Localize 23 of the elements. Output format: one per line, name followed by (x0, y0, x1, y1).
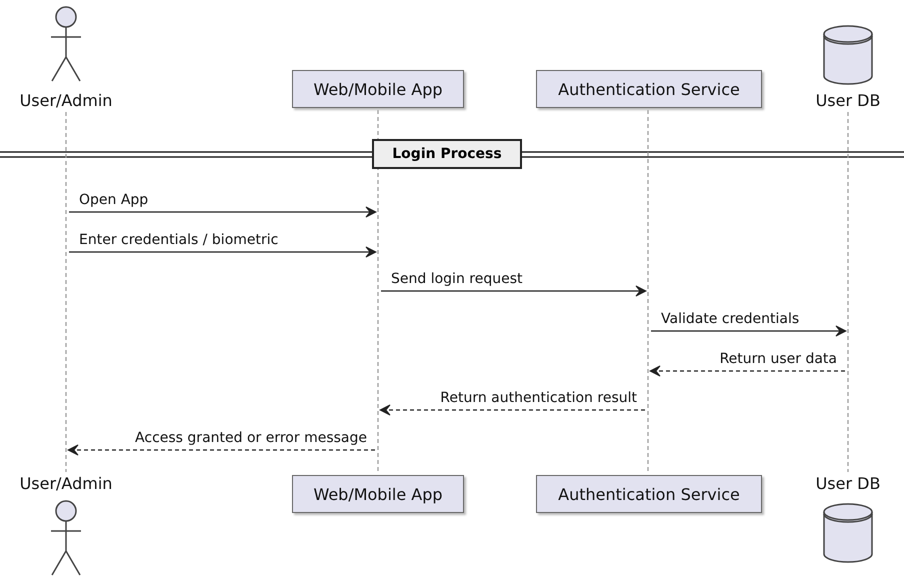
message-arrow (68, 444, 375, 456)
message-arrow (650, 366, 845, 376)
message-label: Enter credentials / biometric (77, 232, 280, 248)
message-arrow (69, 206, 376, 218)
lifeline (375, 110, 381, 474)
lifeline (63, 112, 69, 472)
participant-box: Web/Mobile App (292, 475, 464, 513)
message-arrow (651, 326, 846, 336)
message-arrow (69, 246, 376, 258)
participant-name: User/Admin (20, 91, 112, 110)
message-label: Open App (77, 192, 150, 208)
participant-box: Web/Mobile App (292, 70, 464, 108)
lifeline (845, 112, 851, 472)
participant-name: User/Admin (20, 474, 112, 493)
message-label: Access granted or error message (133, 430, 369, 446)
participant-box: Authentication Service (536, 70, 762, 108)
message-arrow (381, 286, 646, 296)
message-label: Send login request (389, 271, 524, 287)
message-arrow (380, 404, 645, 416)
participant-name: User DB (816, 474, 880, 493)
lifeline (645, 110, 651, 474)
participant-box: Authentication Service (536, 475, 762, 513)
participant-name: User DB (816, 91, 880, 110)
